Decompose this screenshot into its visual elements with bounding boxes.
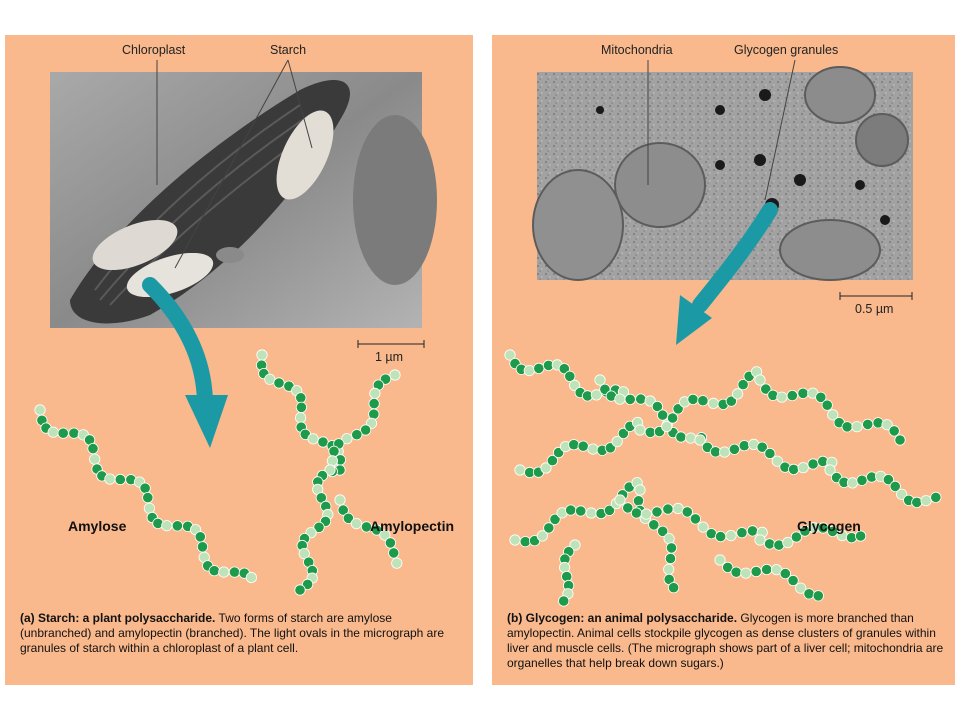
- arrow-b: [676, 202, 778, 345]
- caption-b-title: (b) Glycogen: an animal polysaccharide.: [507, 611, 738, 625]
- leader-glycogen-granules: [764, 59, 796, 201]
- micrograph-liver-cell: [532, 66, 913, 281]
- caption-a: (a) Starch: a plant polysaccharide. Two …: [20, 611, 460, 656]
- caption-a-text: Two forms of starch are amylose (unbranc…: [20, 611, 445, 655]
- label-scale-b: 0.5 µm: [855, 302, 894, 316]
- label-mitochondria: Mitochondria: [601, 43, 673, 57]
- caption-b-text: Glycogen is more branched than amylopect…: [507, 611, 944, 670]
- caption-b: (b) Glycogen: an animal polysaccharide. …: [507, 611, 947, 671]
- arrow-a: [142, 277, 228, 448]
- label-starch: Starch: [270, 43, 307, 57]
- label-glycogen: Glycogen: [797, 518, 861, 534]
- glucose-chains: [34, 349, 942, 607]
- label-amylopectin: Amylopectin: [370, 518, 455, 534]
- scale-bar-a: [357, 340, 425, 348]
- leader-starch-1: [174, 59, 289, 269]
- leader-starch-2: [287, 59, 313, 149]
- caption-a-title: (a) Starch: a plant polysaccharide.: [20, 611, 216, 625]
- label-amylose: Amylose: [68, 518, 127, 534]
- label-chloroplast: Chloroplast: [122, 43, 186, 57]
- scale-bar-b: [839, 292, 913, 300]
- label-scale-a: 1 µm: [375, 350, 404, 364]
- micrograph-chloroplast: [50, 72, 437, 328]
- label-glycogen-granules: Glycogen granules: [734, 43, 839, 57]
